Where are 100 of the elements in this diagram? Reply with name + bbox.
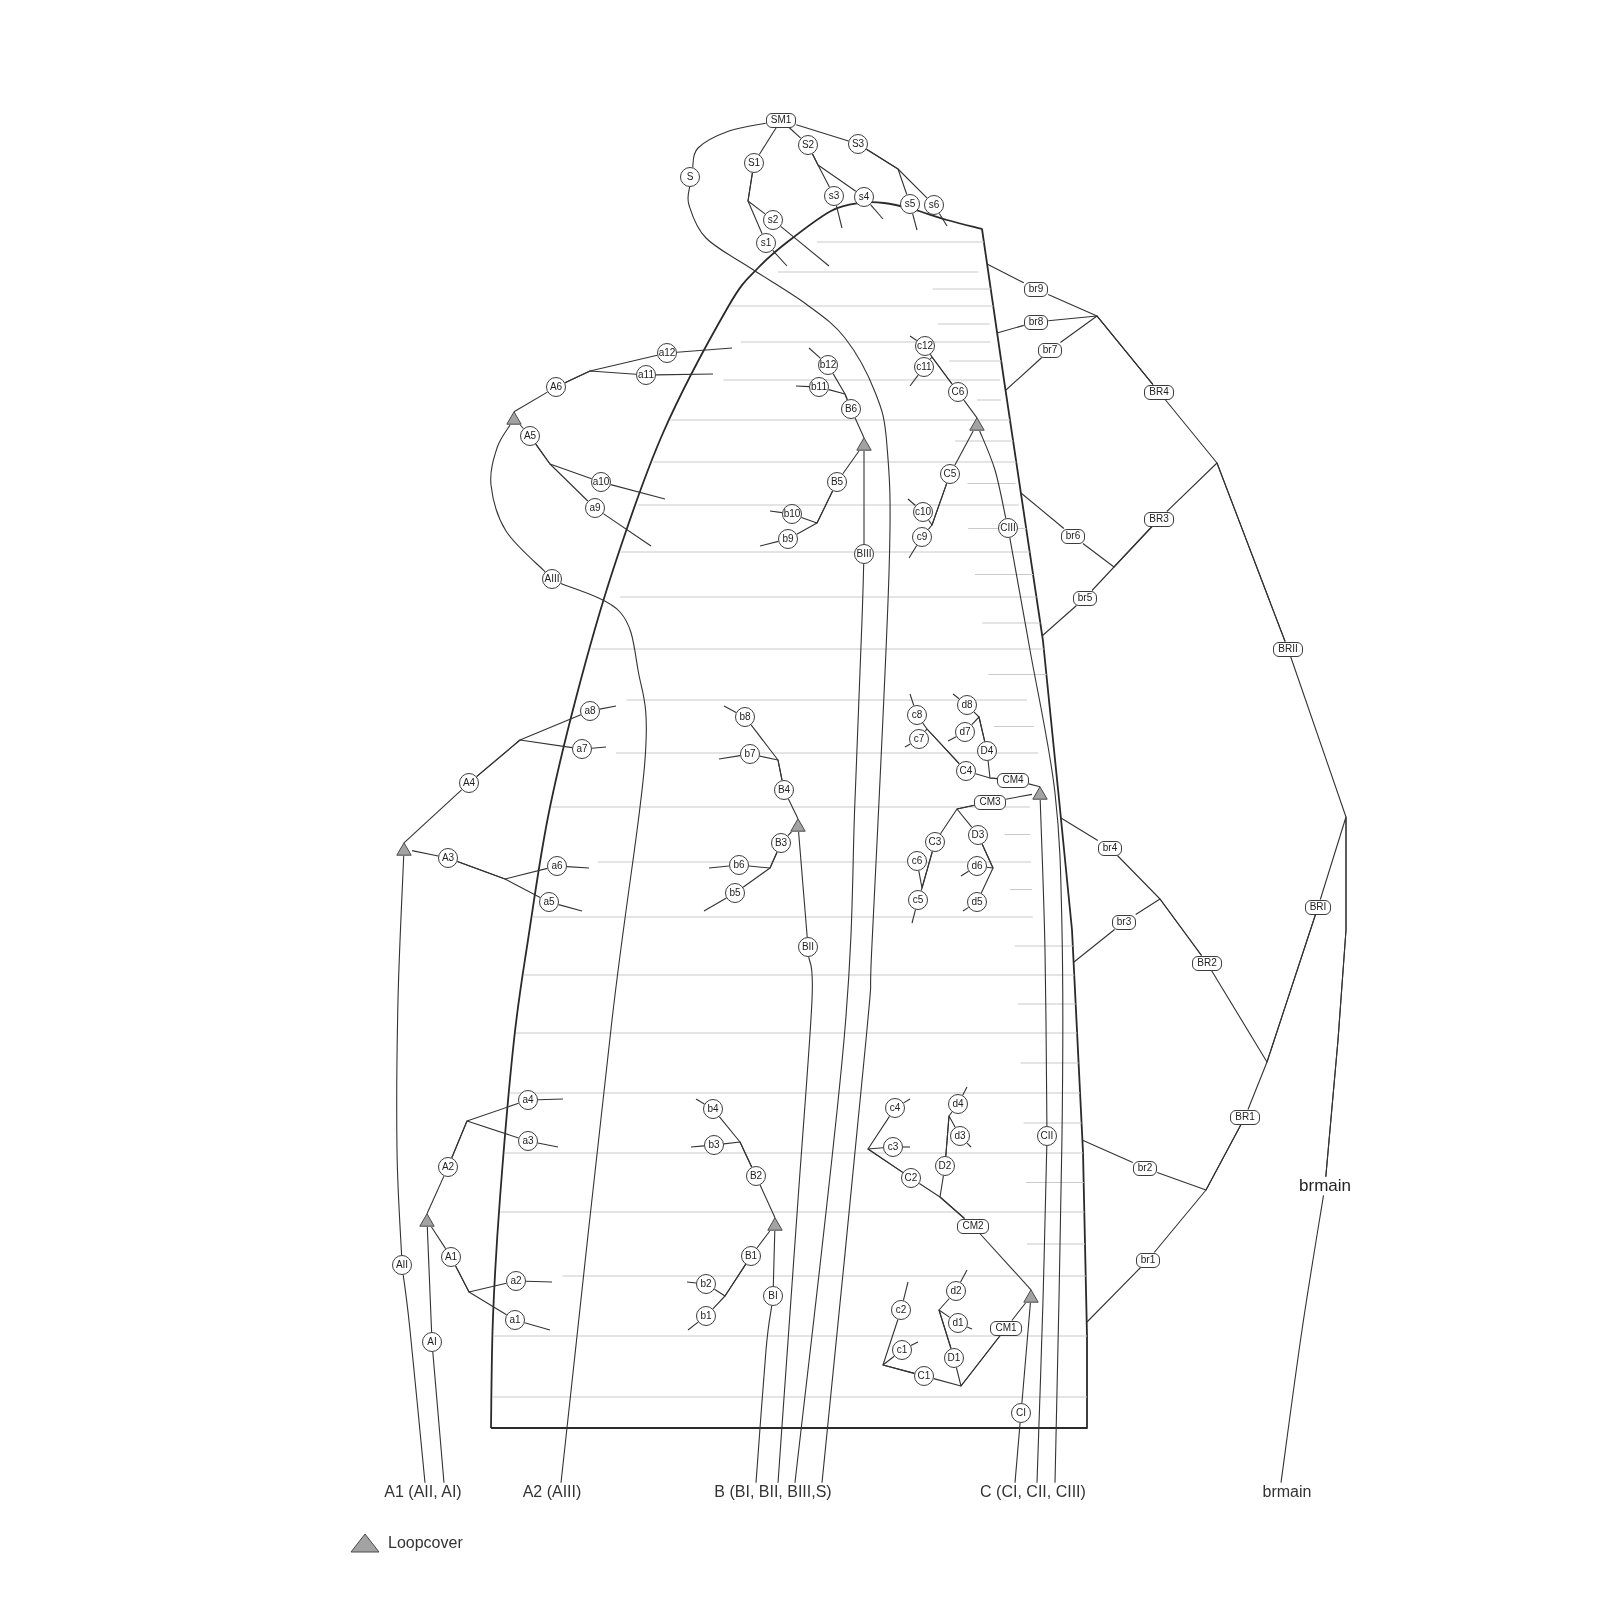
cable-label: brmain	[1299, 1176, 1351, 1196]
cable-line	[687, 1321, 699, 1331]
cable-line	[1021, 1302, 1031, 1404]
cable-line	[426, 1175, 445, 1215]
wire-label-circle: B2	[746, 1166, 766, 1186]
wire-label-circle: S	[680, 167, 700, 187]
wire-label-tag: br6	[1060, 528, 1086, 544]
cable-line	[490, 424, 546, 573]
cable-line	[451, 1120, 520, 1159]
wire-label-circle: s3	[824, 186, 844, 206]
wire-label-circle: s5	[900, 194, 920, 214]
cable-group-label: A2 (AIII)	[522, 1483, 582, 1501]
cable-line	[476, 739, 573, 778]
cable-line	[962, 906, 970, 912]
cable-line	[907, 498, 916, 507]
cable-line	[455, 1265, 508, 1316]
wire-label-circle: a3	[518, 1131, 538, 1151]
wire-label-circle: D4	[977, 741, 997, 761]
cable-line	[1036, 1145, 1048, 1484]
triangle-icon	[1032, 786, 1048, 800]
cable-line	[723, 705, 737, 713]
wire-label-circle: b6	[729, 855, 749, 875]
cable-line	[432, 1351, 445, 1484]
cable-line	[1280, 1194, 1325, 1484]
wire-label-circle: d5	[967, 892, 987, 912]
cable-line	[909, 335, 918, 342]
wire-label-circle: A3	[438, 848, 458, 868]
cable-line	[996, 324, 1025, 334]
cable-line	[955, 1334, 1001, 1387]
wire-label-circle: c10	[913, 502, 933, 522]
cable-line	[832, 373, 848, 401]
wire-label-circle: d1	[948, 1313, 968, 1333]
wire-label-circle: a2	[506, 1271, 526, 1291]
wire-label-circle: s4	[854, 187, 874, 207]
cable-line	[1081, 1139, 1134, 1164]
cable-line	[655, 373, 714, 376]
wire-label-tag: CM4	[997, 772, 1029, 788]
cable-line	[1060, 817, 1099, 842]
cable-line	[513, 391, 548, 413]
wire-label-circle: c12	[915, 336, 935, 356]
wire-label-circle: a8	[580, 701, 600, 721]
cable-line	[908, 544, 918, 559]
wire-label-circle: c7	[909, 729, 929, 749]
cable-line	[835, 205, 843, 229]
wire-label-circle: b9	[778, 529, 798, 549]
triangle-icon	[767, 1217, 783, 1231]
cable-line	[987, 760, 998, 780]
wire-label-circle: A2	[438, 1157, 458, 1177]
cable-line	[537, 1098, 564, 1101]
wire-label-circle: B4	[774, 780, 794, 800]
cable-line	[909, 693, 915, 707]
cable-line	[703, 897, 727, 912]
wire-label-circle: d3	[950, 1126, 970, 1146]
cable-line	[402, 1274, 426, 1484]
cable-line	[963, 399, 978, 419]
wire-label-circle: a6	[547, 856, 567, 876]
cable-line	[922, 722, 960, 765]
cable-line	[772, 249, 788, 267]
wire-label-circle: b3	[704, 1135, 724, 1155]
cable-line	[808, 347, 822, 359]
cable-line	[610, 484, 666, 500]
wire-label-circle: c11	[914, 357, 934, 377]
wire-label-tag: br5	[1072, 590, 1098, 606]
wire-label-circle: b1	[696, 1306, 716, 1326]
wire-label-tag: BR4	[1144, 384, 1174, 400]
cable-line	[842, 450, 860, 475]
cable-line	[403, 789, 463, 844]
wire-label-tag: br1	[1135, 1252, 1161, 1268]
wire-label-circle: AIII	[542, 569, 562, 589]
cable-line	[566, 866, 590, 869]
wire-label-circle: CII	[1037, 1126, 1057, 1146]
wire-label-circle: a12	[657, 343, 677, 363]
triangle-icon	[419, 1213, 435, 1227]
cable-group-label: B (BI, BII, BIII,S)	[714, 1483, 832, 1501]
cable-line	[902, 1281, 909, 1301]
wire-label-circle: d2	[946, 1281, 966, 1301]
wire-label-circle: a1	[505, 1310, 525, 1330]
cable-line	[795, 124, 850, 142]
wire-label-tag: br3	[1111, 914, 1137, 930]
cable-line	[956, 804, 975, 828]
cable-line	[904, 743, 911, 748]
cable-line	[867, 1115, 904, 1173]
cable-line	[758, 126, 777, 156]
wire-label-circle: a10	[591, 472, 611, 492]
triangle-icon	[396, 842, 412, 856]
cable-line	[909, 374, 919, 387]
cable-line	[1091, 525, 1153, 592]
cable-line	[945, 1111, 953, 1157]
wire-label-tag: br4	[1097, 840, 1123, 856]
cable-line	[912, 213, 918, 231]
cable-line	[788, 126, 802, 139]
cable-line	[910, 1341, 919, 1347]
wire-label-circle: AI	[422, 1332, 442, 1352]
cable-line	[979, 430, 1007, 519]
cable-line	[692, 122, 767, 168]
wire-label-circle: D1	[944, 1348, 964, 1368]
wire-label-tag: br2	[1132, 1160, 1158, 1176]
wire-label-circle: b4	[703, 1099, 723, 1119]
cable-line	[708, 865, 730, 869]
legend-label: Loopcover	[388, 1534, 463, 1552]
